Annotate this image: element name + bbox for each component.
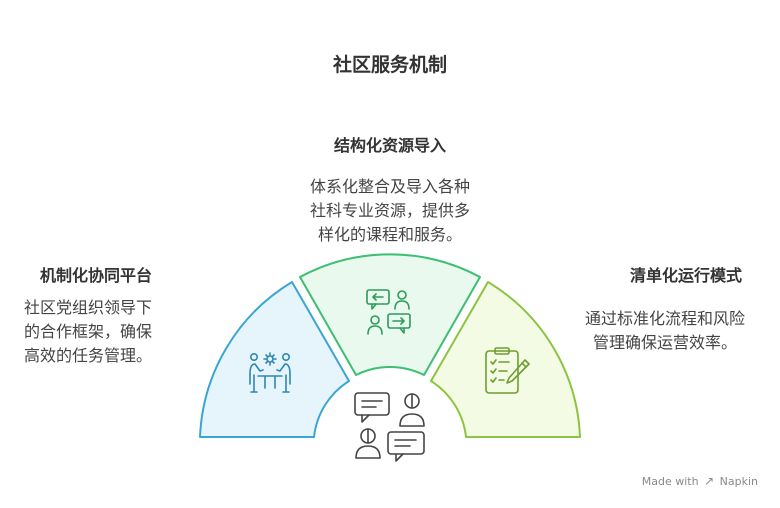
body-line: 样化的课程和服务。	[317, 225, 462, 244]
body-line: 管理确保运营效率。	[592, 333, 737, 352]
resource-exchange-icon	[366, 289, 411, 335]
checklist-clipboard-icon	[485, 347, 530, 394]
napkin-logo-icon: ↗	[704, 474, 715, 488]
made-with-credit: Made with ↗ Napkin	[642, 474, 758, 488]
segment-right	[430, 281, 581, 438]
body-coordination-platform: 社区党组织领导下 的合作框架，确保 高效的任务管理。	[24, 296, 152, 368]
credit-brand: Napkin	[719, 475, 758, 488]
conversation-people-icon	[354, 392, 425, 462]
heading-checklist-mode: 清单化运行模式	[629, 266, 742, 285]
body-line: 社区党组织领导下	[24, 298, 153, 317]
page-title: 社区服务机制	[332, 54, 447, 76]
body-structured-resources: 体系化整合及导入各种 社科专业资源，提供多 样化的课程和服务。	[0, 175, 780, 247]
heading-structured-resources: 结构化资源导入	[333, 136, 446, 155]
credit-prefix: Made with	[641, 475, 699, 488]
heading-coordination-platform: 机制化协同平台	[40, 266, 153, 285]
body-line: 通过标准化流程和风险	[584, 309, 745, 328]
body-line: 的合作框架，确保	[24, 322, 153, 341]
team-collaboration-icon	[249, 352, 291, 393]
body-line: 高效的任务管理。	[24, 346, 153, 365]
body-line: 体系化整合及导入各种	[309, 177, 470, 196]
body-line: 社科专业资源，提供多	[309, 201, 470, 220]
body-checklist-mode: 通过标准化流程和风险 管理确保运营效率。	[560, 307, 770, 355]
